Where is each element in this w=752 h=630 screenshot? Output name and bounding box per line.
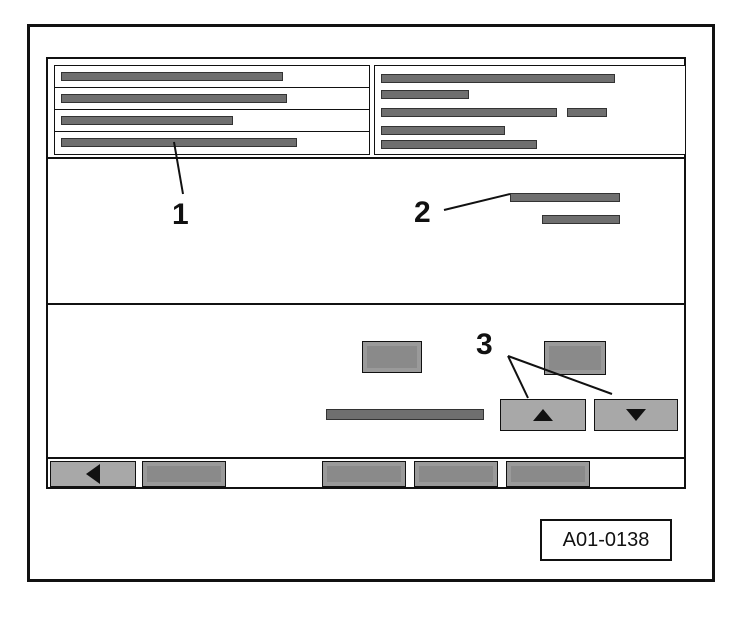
header-text-bar (61, 138, 297, 147)
header-left-row (55, 110, 369, 132)
header-right-text-bar (381, 126, 505, 135)
arrow-left-icon (86, 464, 100, 484)
header-right-text-bar (567, 108, 607, 117)
footer-button-face (419, 466, 493, 482)
figure-id-label: A01-0138 (540, 519, 672, 561)
display-text-bar (542, 215, 620, 224)
arrow-down-icon (626, 409, 646, 421)
footer-button[interactable] (414, 461, 498, 487)
back-button[interactable] (50, 461, 136, 487)
header-left-row (55, 88, 369, 110)
header-text-bar (61, 116, 233, 125)
function-button[interactable] (544, 341, 606, 375)
scroll-up-button[interactable] (500, 399, 586, 431)
header-left-row (55, 132, 369, 156)
header-left-row (55, 66, 369, 88)
header-right-text-bar (381, 74, 615, 83)
callout-1: 1 (172, 198, 189, 231)
footer-button[interactable] (322, 461, 406, 487)
footer-nav-bar (48, 457, 684, 487)
scroll-down-button[interactable] (594, 399, 678, 431)
callout-3: 3 (476, 328, 493, 361)
footer-button[interactable] (506, 461, 590, 487)
header-right-text-bar (381, 140, 537, 149)
function-button-face (549, 346, 601, 370)
header-right-text-bar (381, 108, 557, 117)
figure-frame: A01-0138 (27, 24, 715, 582)
footer-button-face (511, 466, 585, 482)
header-text-bar (61, 94, 287, 103)
display-text-bar (510, 193, 620, 202)
tester-screen (46, 57, 686, 489)
callout-2: 2 (414, 196, 431, 229)
function-button[interactable] (362, 341, 422, 373)
control-area (48, 305, 684, 457)
footer-button-face (327, 466, 401, 482)
header-right-text-bar (381, 90, 469, 99)
header-info-right (374, 65, 686, 155)
header-info-left (54, 65, 370, 155)
footer-button[interactable] (142, 461, 226, 487)
header-text-bar (61, 72, 283, 81)
function-button-face (367, 346, 417, 368)
status-text-bar (326, 409, 484, 420)
arrow-up-icon (533, 409, 553, 421)
main-display-area (48, 157, 684, 305)
footer-button-face (147, 466, 221, 482)
